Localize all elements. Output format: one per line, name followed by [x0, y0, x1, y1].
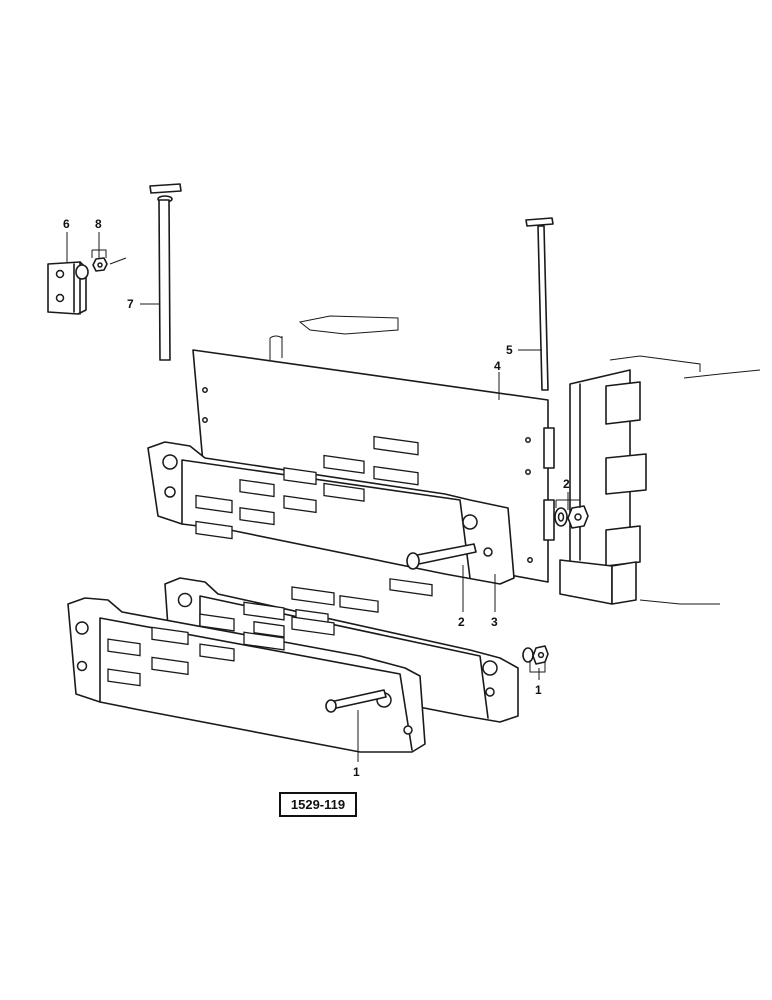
- washer-nut-lower: [522, 645, 549, 673]
- callout-1-bottom: 1: [353, 765, 360, 779]
- nut-small: [92, 257, 127, 272]
- callout-7: 7: [127, 297, 134, 311]
- callout-2-right: 2: [563, 477, 570, 491]
- callout-1-right: 1: [535, 683, 542, 697]
- counterweight-upper: [147, 435, 515, 585]
- t-handle-rod-left: [149, 183, 182, 361]
- callout-2-bottom: 2: [458, 615, 465, 629]
- drawing-number: 1529-119: [279, 792, 357, 817]
- bolt-upper: [406, 543, 477, 570]
- machine-frame: [269, 315, 761, 605]
- leader-lines: [66, 232, 581, 762]
- callout-6: 6: [63, 217, 70, 231]
- callout-5: 5: [506, 343, 513, 357]
- washer-nut-upper: [554, 505, 589, 529]
- bolt-lower: [325, 689, 387, 713]
- callout-3: 3: [491, 615, 498, 629]
- callout-8: 8: [95, 217, 102, 231]
- counterweight-lower-front: [67, 586, 426, 753]
- hinge-bracket: [47, 261, 89, 315]
- callout-4: 4: [494, 359, 501, 373]
- t-handle-rod-right: [525, 217, 554, 391]
